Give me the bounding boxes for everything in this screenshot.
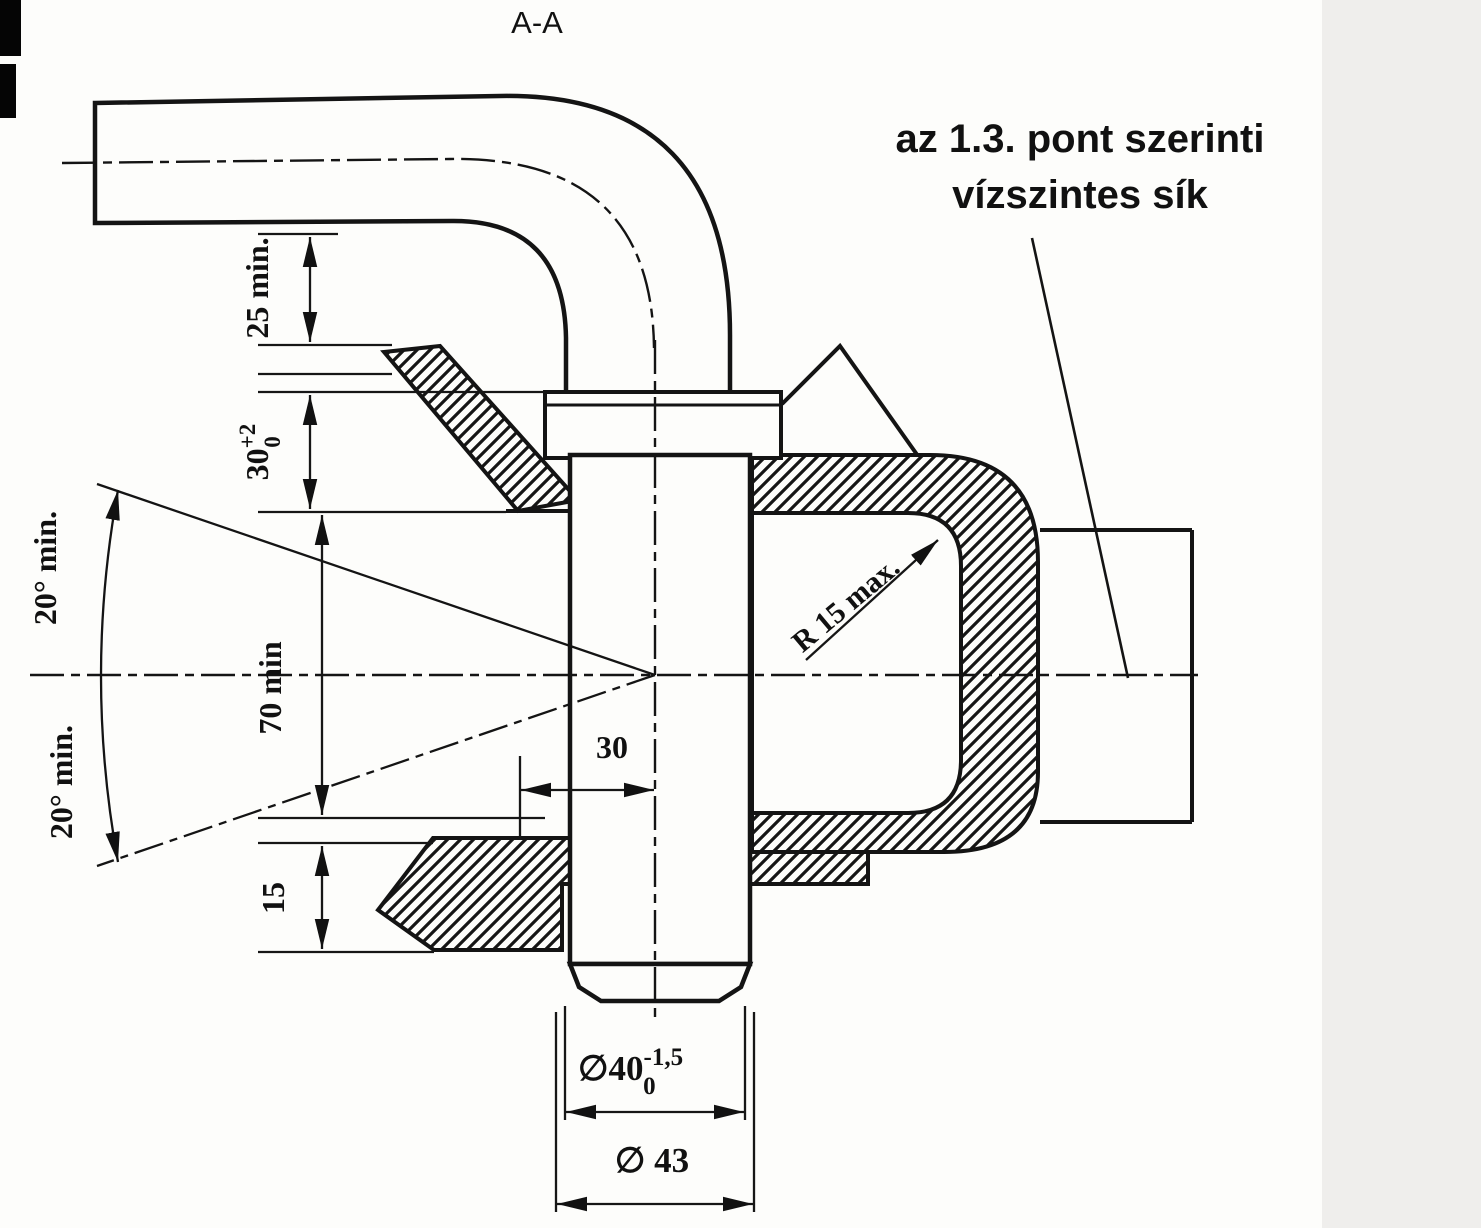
dim-30-label: 30 <box>596 729 628 765</box>
dim-15-label: 15 <box>255 882 291 914</box>
gusset-outline <box>780 342 920 458</box>
dim-dia43-label: ∅ 43 <box>615 1141 689 1180</box>
pin-tip <box>566 961 754 1004</box>
angle-arc <box>99 489 120 863</box>
angle-upper-leg <box>96 482 656 677</box>
dim-r15-leader <box>805 539 939 661</box>
dimension-lines <box>258 232 939 1212</box>
housing-section <box>750 453 1040 854</box>
scan-artifacts <box>0 0 21 118</box>
dim-20deg-upper-label: 20° min. <box>27 511 63 625</box>
angle-dimension <box>96 482 656 868</box>
horizontal-plane-reference-line <box>1030 237 1130 679</box>
annotation-line2: vízszintes sík <box>952 173 1208 217</box>
annotation-line1: az 1.3. pont szerinti <box>896 117 1265 161</box>
tube-outline <box>92 93 733 397</box>
dim-70min-label: 70 min <box>252 641 288 735</box>
dim-r15-label: R 15 max. <box>786 551 906 659</box>
dim-20deg-lower-label: 20° min. <box>43 725 79 839</box>
angle-lower-leg <box>96 673 656 868</box>
section-label: A-A <box>511 5 563 40</box>
coupling-pin <box>566 452 754 1004</box>
dim-30tol-label: 30+20 <box>235 424 285 481</box>
tube-centerline <box>61 157 656 349</box>
dim-25min-label: 25 min. <box>239 237 275 338</box>
centerlines <box>30 157 1198 1018</box>
scan-margin <box>1322 0 1481 1228</box>
pin-cap <box>543 390 783 460</box>
drawbar-eye-tube <box>92 93 733 397</box>
